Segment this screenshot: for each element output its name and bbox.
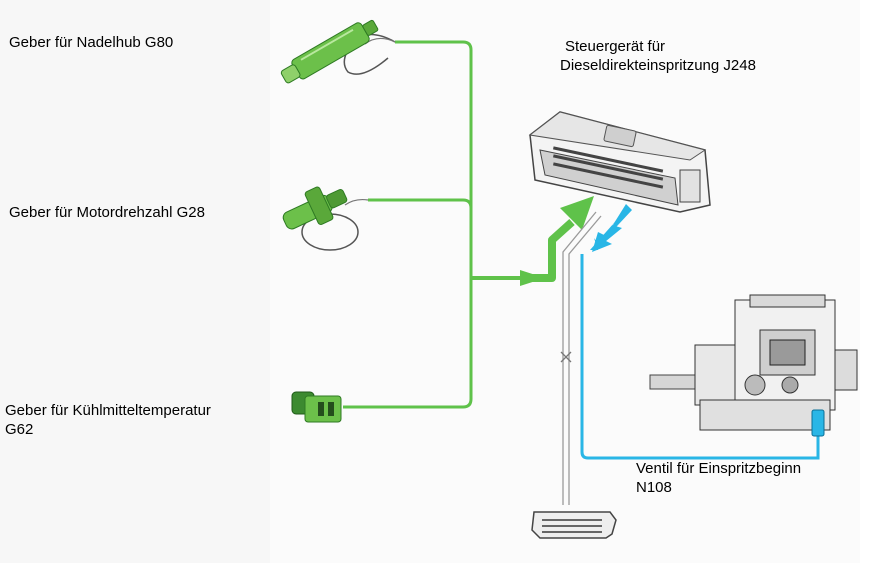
background-panel-right: [270, 0, 860, 563]
label-control-unit-line1: Steuergerät für: [565, 38, 666, 55]
injection-pump-icon: [649, 294, 858, 437]
wire-needle-lift: [395, 40, 473, 276]
coolant-temp-sensor-icon: [291, 391, 342, 423]
label-injection-valve: Ventil für Einspritzbeginn N108: [636, 459, 801, 497]
label-needle-lift-sensor: Geber für Nadelhub G80: [9, 34, 174, 51]
label-control-unit-line2: Dieseldirekteinspritzung J248: [560, 57, 756, 74]
label-control-unit: Steuergerät für Dieseldirekteinspritzung…: [560, 37, 756, 75]
wire-engine-speed: [368, 198, 473, 209]
needle-lift-sensor-icon: [280, 19, 396, 84]
label-injection-valve-line1: Ventil für Einspritzbeginn: [636, 460, 802, 477]
control-unit-icon: [528, 111, 711, 213]
label-coolant-temp-sensor-line2: G62: [5, 421, 34, 438]
engine-speed-sensor-icon: [282, 186, 369, 251]
input-signal-wires: [343, 40, 473, 409]
input-signal-arrow: [471, 196, 594, 286]
wire-coolant: [343, 276, 473, 409]
background-panel-left: [0, 0, 290, 563]
label-injection-valve-line2: N108: [636, 479, 672, 496]
pedal-signal-line: [560, 211, 602, 505]
label-engine-speed-sensor: Geber für Motordrehzahl G28: [9, 204, 205, 221]
output-signal: [580, 204, 820, 460]
accelerator-pedal-icon: [531, 511, 617, 539]
label-coolant-temp-sensor-line1: Geber für Kühlmitteltemperatur: [5, 402, 211, 419]
label-coolant-temp-sensor: Geber für Kühlmitteltemperatur G62: [5, 401, 211, 439]
